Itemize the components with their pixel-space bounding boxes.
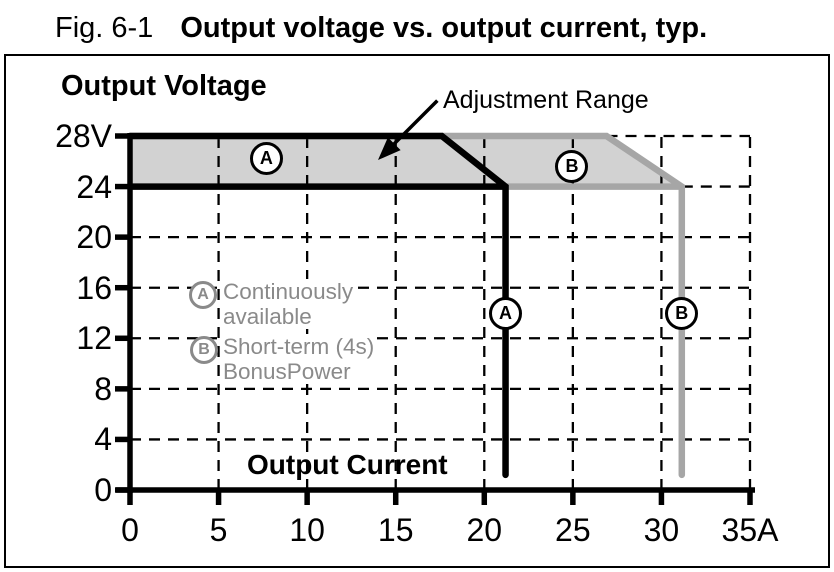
curve-marker-b-band: B — [555, 149, 589, 183]
curve-marker-a-band: A — [249, 142, 283, 176]
annotation-arrowhead — [378, 137, 401, 161]
curve-marker-a-curve: A — [489, 296, 523, 330]
adjustment-range-band — [130, 136, 682, 187]
x-tick-label-20: 20 — [466, 512, 503, 548]
y-tick-label-16: 16 — [76, 269, 112, 306]
x-tick-label-25: 25 — [555, 512, 591, 548]
figure-number: Fig. 6-1 — [55, 12, 154, 44]
x-axis-title: Output Current — [247, 449, 448, 480]
curve-a — [126, 132, 509, 479]
x-tick-label-5: 5 — [209, 512, 228, 548]
y-tick-label-12: 12 — [76, 320, 112, 357]
y-tick-label-0: 0 — [94, 472, 112, 508]
legend-a-line2: available — [222, 304, 315, 329]
y-tick-label-24: 24 — [76, 168, 112, 205]
x-tick-label-15: 15 — [377, 512, 414, 548]
annotation-arrow-line — [388, 99, 439, 150]
legend-b-line1: Short-term (4s) — [222, 334, 378, 359]
y-axis-title: Output Voltage — [61, 70, 267, 102]
curve-marker-b-curve: B — [665, 296, 699, 330]
y-tick-label-20: 20 — [76, 219, 112, 256]
figure-title: Output voltage vs. output current, typ. — [180, 12, 708, 44]
legend-item-a-text: Continuously available — [222, 279, 357, 329]
legend-item-b-text: Short-term (4s) BonusPower — [222, 334, 378, 384]
x-tick-label-35A: 35A — [721, 512, 779, 548]
x-tick-label-0: 0 — [121, 512, 139, 548]
legend-marker-b: B — [190, 336, 218, 364]
legend-a-line1: Continuously — [222, 279, 357, 304]
y-tick-label-8: 8 — [94, 370, 112, 407]
y-tick-label-28V: 28V — [55, 118, 112, 154]
adjustment-range-label: Adjustment Range — [443, 86, 649, 114]
x-tick-label-10: 10 — [289, 512, 325, 548]
legend-marker-a: A — [189, 281, 217, 309]
legend-b-line2: BonusPower — [222, 359, 354, 384]
figure-caption: Fig. 6-1 Output voltage vs. output curren… — [55, 11, 707, 45]
y-tick-label-4: 4 — [94, 421, 112, 458]
x-tick-label-30: 30 — [643, 512, 680, 548]
